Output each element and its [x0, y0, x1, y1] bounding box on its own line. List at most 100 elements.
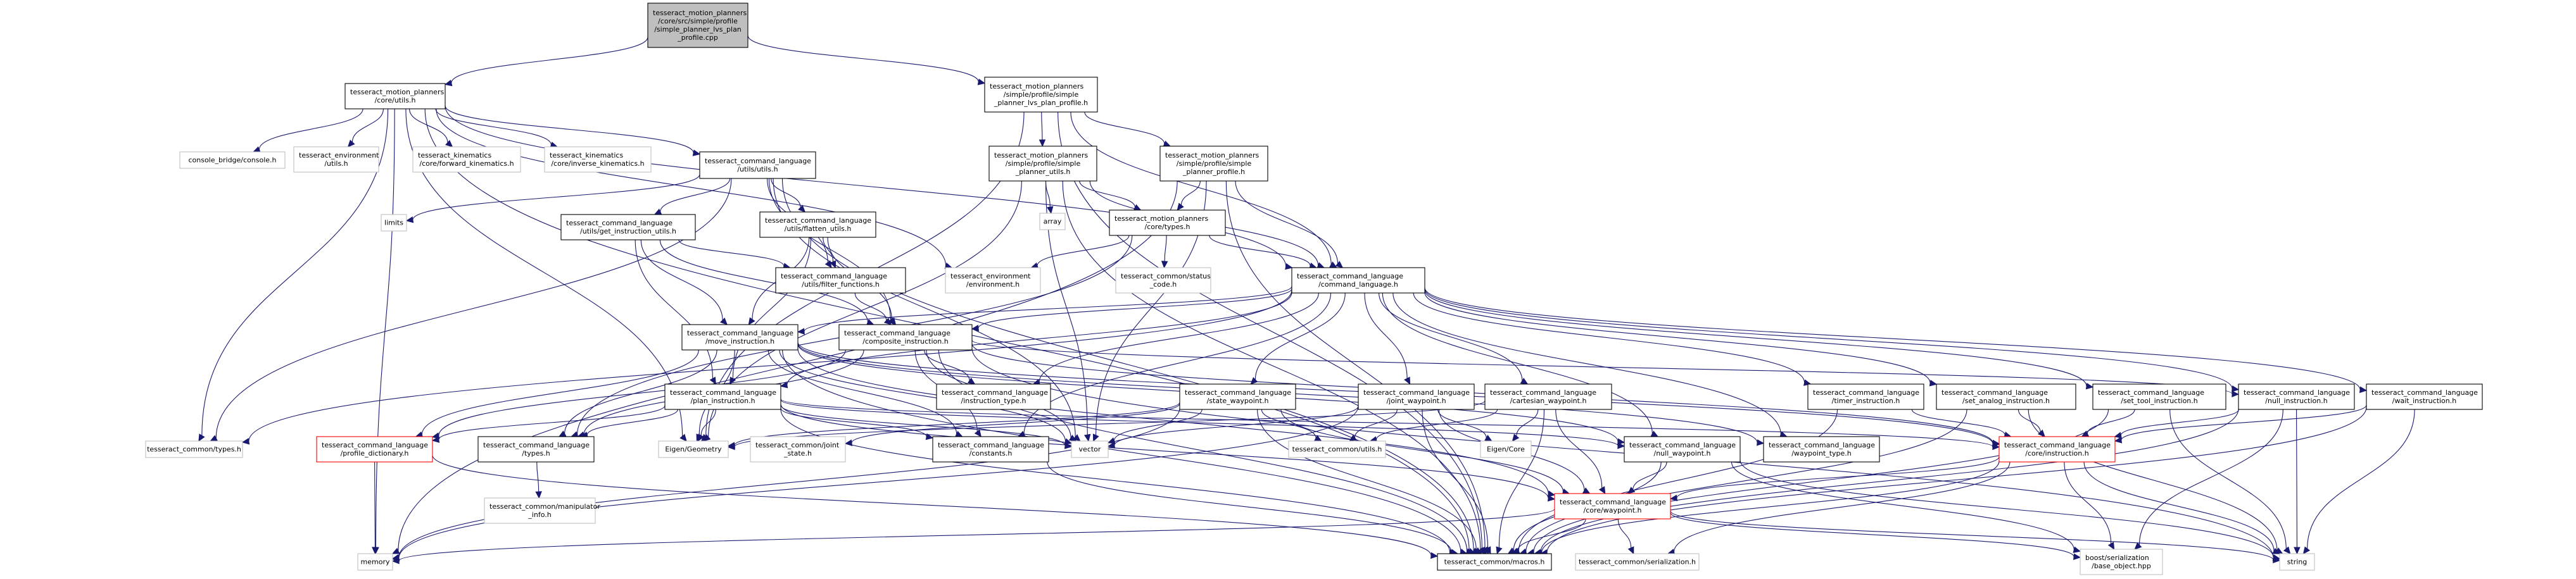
edge-command_language-to-wait_instruction [1424, 287, 2368, 394]
node-console_bridge[interactable]: console_bridge/console.h [179, 151, 286, 169]
edge-joint_waypoint-to-eigen_core [1437, 409, 1493, 442]
edge-constants-to-macros [1047, 461, 1459, 556]
node-label-line: array [1044, 218, 1062, 226]
node-box [145, 440, 243, 458]
node-cl_types[interactable]: tesseract_command_language/types.h [477, 436, 595, 463]
node-command_language[interactable]: tesseract_command_language/command_langu… [1291, 267, 1425, 294]
edge-null_waypoint-to-boost_base_object [1731, 461, 2081, 553]
node-plan_instruction[interactable]: tesseract_command_language/plan_instruct… [664, 383, 781, 410]
node-inv_kin[interactable]: tesseract_kinematics/core/inverse_kinema… [544, 146, 652, 173]
node-constants[interactable]: tesseract_command_language/constants.h [932, 436, 1049, 463]
edge-set_analog_instruction-to-string [2028, 409, 2283, 554]
node-vector[interactable]: vector [1071, 440, 1109, 458]
node-box [1484, 383, 1612, 410]
node-lvs_profile_h[interactable]: tesseract_motion_planners/simple/profile… [984, 77, 1098, 113]
node-box [1071, 440, 1109, 458]
node-box [344, 83, 446, 109]
node-label-line: tesseract_command_language [1490, 389, 1596, 397]
node-env_environment[interactable]: tesseract_environment/environment.h [945, 267, 1041, 294]
node-core_utils[interactable]: tesseract_motion_planners/core/utils.h [344, 83, 446, 109]
node-filter_functions[interactable]: tesseract_command_language/utils/filter_… [775, 267, 906, 294]
node-label-line: tesseract_command_language [2371, 389, 2478, 397]
node-composite_instruction[interactable]: tesseract_command_language/composite_ins… [838, 324, 973, 351]
node-eigen_geometry[interactable]: Eigen/Geometry [658, 440, 729, 458]
node-env_utils[interactable]: tesseract_environment/utils.h [293, 146, 379, 173]
node-mp_types[interactable]: tesseract_motion_planners/core/types.h [1109, 209, 1226, 236]
node-profile_dictionary[interactable]: tesseract_command_language/profile_dicti… [316, 436, 433, 463]
node-move_instruction[interactable]: tesseract_command_language/move_instruct… [681, 324, 799, 351]
node-label-line: tesseract_command_language [1185, 389, 1291, 397]
node-label-line: tesseract_command_language [566, 219, 672, 227]
node-simple_utils[interactable]: tesseract_motion_planners/simple/profile… [988, 146, 1097, 182]
edge-cartesian_waypoint-to-eigen_core [1512, 409, 1539, 442]
node-manipulator_info[interactable]: tesseract_common/manipulator_info.h [484, 497, 600, 524]
node-set_tool_instruction[interactable]: tesseract_command_language/set_tool_inst… [2092, 383, 2226, 410]
node-timer_instruction[interactable]: tesseract_command_language/timer_instruc… [1807, 383, 1924, 410]
edge-get_instr_utils-to-move_instruction [640, 239, 728, 325]
edge-core_utils-to-memory [372, 108, 395, 555]
node-common_utils[interactable]: tesseract_common/utils.h [1288, 440, 1386, 458]
edge-command_language-to-composite_instruction [971, 288, 1292, 332]
node-core_waypoint[interactable]: tesseract_command_language/core/waypoint… [1554, 493, 1671, 520]
node-label-line: tesseract_command_language [687, 329, 793, 337]
node-fwd_kin[interactable]: tesseract_kinematics/core/forward_kinema… [412, 146, 521, 173]
node-array[interactable]: array [1039, 213, 1066, 230]
edge-composite_instruction-to-profile_dictionary [431, 349, 846, 439]
node-limits[interactable]: limits [381, 214, 407, 232]
node-eigen_core[interactable]: Eigen/Core [1480, 440, 1532, 458]
node-box [357, 553, 393, 571]
node-boost_base_object[interactable]: boost/serialization/base_object.hpp [2080, 549, 2163, 575]
edge-profile_dictionary-to-macros [432, 455, 1439, 559]
node-box [664, 383, 781, 410]
node-get_instr_utils[interactable]: tesseract_command_language/utils/get_ins… [560, 214, 696, 240]
node-null_instruction[interactable]: tesseract_command_language/null_instruct… [2238, 383, 2355, 410]
edge-wait_instruction-to-core_instruction [2114, 404, 2367, 444]
node-simple_profile[interactable]: tesseract_motion_planners/simple/profile… [1159, 146, 1268, 182]
node-waypoint_type[interactable]: tesseract_command_language/waypoint_type… [1763, 436, 1880, 463]
node-label-line: tesseract_motion_planners [1114, 215, 1208, 223]
node-label-line: tesseract_command_language [938, 441, 1044, 449]
node-memory[interactable]: memory [357, 553, 393, 571]
node-macros[interactable]: tesseract_common/macros.h [1437, 553, 1552, 571]
node-joint_state[interactable]: tesseract_common/joint_state.h [750, 436, 846, 463]
node-label-line: tesseract_command_language [1560, 498, 1666, 506]
node-box [1159, 146, 1268, 182]
node-flatten_utils[interactable]: tesseract_command_language/utils/flatten… [759, 211, 876, 238]
node-label-line: /set_tool_instruction.h [2121, 397, 2198, 405]
node-serialization[interactable]: tesseract_common/serialization.h [1575, 553, 1700, 571]
node-label-line: tesseract_environment [299, 151, 379, 159]
edge-command_language-to-common_types [241, 290, 1292, 445]
edge-cartesian_waypoint-to-macros [1496, 409, 1545, 555]
node-label-line: /joint_waypoint.h [1386, 397, 1446, 405]
edge-state_waypoint-to-core_waypoint [1280, 409, 1570, 495]
node-common_types[interactable]: tesseract_common/types.h [145, 440, 243, 458]
node-state_waypoint[interactable]: tesseract_command_language/state_waypoin… [1179, 383, 1296, 410]
node-instruction_type[interactable]: tesseract_command_language/instruction_t… [936, 383, 1051, 410]
node-box [484, 497, 596, 524]
edge-core_waypoint-to-string [1670, 511, 2281, 564]
node-label-line: /command_language.h [1318, 280, 1398, 289]
node-label-line: limits [384, 219, 403, 227]
edge-core_utils-to-env_environment [436, 108, 953, 269]
edge-plan_instruction-to-null_waypoint [780, 399, 1626, 449]
edge-core_waypoint-to-memory [391, 508, 1555, 564]
node-core_instruction[interactable]: tesseract_command_language/core/instruct… [1998, 436, 2116, 463]
edge-command_language-to-set_analog_instruction [1424, 292, 1938, 387]
node-joint_waypoint[interactable]: tesseract_command_language/joint_waypoin… [1358, 383, 1475, 410]
edge-lvs_profile_h-to-simple_utils [1039, 111, 1046, 147]
edge-core_utils-to-env_utils [347, 108, 384, 147]
node-label-line: string [2287, 558, 2308, 566]
node-string[interactable]: string [2279, 553, 2315, 571]
node-cartesian_waypoint[interactable]: tesseract_command_language/cartesian_way… [1484, 383, 1612, 410]
node-cl_utils[interactable]: tesseract_command_language/utils/utils.h [699, 151, 816, 179]
node-label-line: tesseract_command_language [670, 389, 776, 397]
node-label-line: /move_instruction.h [705, 337, 774, 346]
node-null_waypoint[interactable]: tesseract_command_language/null_waypoint… [1624, 436, 1741, 463]
edge-core_waypoint-to-serialization [1617, 518, 1634, 555]
node-box [1179, 383, 1296, 410]
node-set_analog_instruction[interactable]: tesseract_command_language/set_analog_in… [1936, 383, 2076, 410]
node-box [293, 146, 379, 173]
node-status_code[interactable]: tesseract_common/status_code.h [1115, 267, 1211, 294]
node-wait_instruction[interactable]: tesseract_command_language/wait_instruct… [2366, 383, 2483, 410]
